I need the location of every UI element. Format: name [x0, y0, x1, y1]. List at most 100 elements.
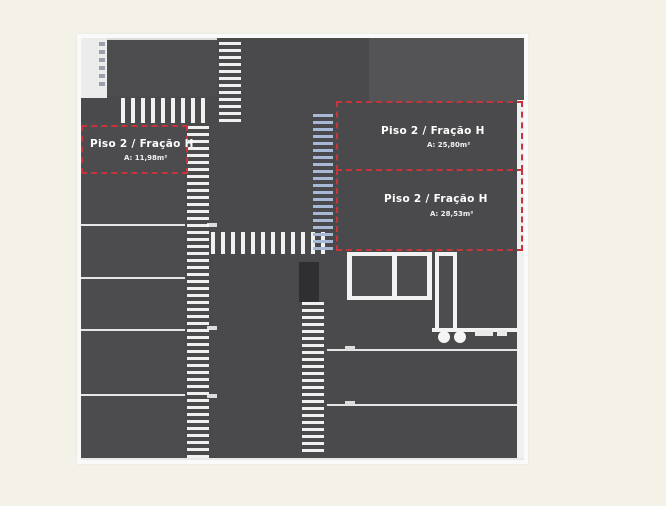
zebra-stripe: [313, 149, 333, 152]
zebra-stripe: [187, 294, 209, 297]
upper-right-zone: [369, 38, 524, 102]
zebra-stripe: [187, 280, 209, 283]
zebra-stripe: [187, 385, 209, 388]
zebra-stripe: [187, 315, 209, 318]
zebra-stripe: [187, 161, 209, 164]
zebra-stripe: [187, 126, 209, 129]
zebra-stripe: [187, 231, 209, 234]
zebra-stripe: [187, 140, 209, 143]
zebra-stripe: [187, 266, 209, 269]
zebra-stripe: [313, 177, 333, 180]
crosswalk-center-column: [302, 302, 324, 452]
zebra-stripe: [302, 372, 324, 375]
zebra-stripe: [313, 198, 333, 201]
crosswalk-top-horizontal: [121, 98, 205, 123]
zebra-stripe: [302, 379, 324, 382]
zebra-stripe: [302, 351, 324, 354]
zebra-stripe: [187, 399, 209, 402]
zebra-stripe: [313, 226, 333, 229]
crosswalk-blue: [313, 114, 333, 250]
zebra-stripe: [187, 147, 209, 150]
zebra-stripe: [302, 358, 324, 361]
left-bay-lines: [81, 224, 185, 396]
zebra-stripe: [302, 365, 324, 368]
unit-title: Piso 2 / Fração H: [90, 138, 194, 150]
zebra-stripe: [187, 378, 209, 381]
zebra-stripe: [313, 156, 333, 159]
zebra-stripe: [302, 323, 324, 326]
zebra-stripe: [261, 232, 265, 254]
zebra-stripe: [313, 205, 333, 208]
zebra-stripe: [313, 233, 333, 236]
zebra-stripe: [187, 413, 209, 416]
zebra-stripe: [313, 240, 333, 243]
zebra-stripe: [313, 114, 333, 117]
zebra-stripe: [302, 400, 324, 403]
unit-title: Piso 2 / Fração H: [381, 125, 485, 137]
zebra-stripe: [187, 336, 209, 339]
top-left-block: [107, 38, 217, 96]
zebra-stripe: [187, 189, 209, 192]
zebra-stripe: [187, 259, 209, 262]
zebra-stripe: [187, 175, 209, 178]
pillar-1: [438, 331, 450, 343]
zebra-stripe: [313, 170, 333, 173]
stair-steps: [99, 42, 105, 86]
zebra-stripe: [187, 427, 209, 430]
zebra-stripe: [302, 330, 324, 333]
zebra-stripe: [302, 421, 324, 424]
zebra-stripe: [271, 232, 275, 254]
zebra-stripe: [187, 455, 209, 458]
right-bay-lines: [327, 349, 520, 406]
zebra-stripe: [187, 217, 209, 220]
zebra-stripe: [187, 154, 209, 157]
zebra-stripe: [302, 309, 324, 312]
unit-h-small[interactable]: Piso 2 / Fração H A: 11,98m²: [81, 125, 193, 174]
unit-h-large[interactable]: Piso 2 / Fração H A: 28,53m²: [336, 169, 523, 251]
zebra-stripe: [187, 357, 209, 360]
zebra-stripe: [187, 238, 209, 241]
zebra-stripe: [187, 322, 209, 325]
crosswalk-top-vertical: [219, 42, 241, 122]
zebra-stripe: [302, 449, 324, 452]
zebra-stripe: [302, 407, 324, 410]
zebra-stripe: [187, 371, 209, 374]
floor-plan: Piso 2 / Fração H A: 11,98m² Piso 2 / Fr…: [77, 34, 528, 464]
zebra-stripe: [302, 435, 324, 438]
zebra-stripe: [302, 428, 324, 431]
ramp-shadow: [299, 262, 319, 302]
zebra-stripe: [211, 232, 215, 254]
zebra-stripe: [313, 191, 333, 194]
zebra-stripe: [187, 252, 209, 255]
unit-area: A: 25,80m²: [427, 141, 471, 149]
zebra-stripe: [302, 337, 324, 340]
zebra-stripe: [302, 393, 324, 396]
zebra-stripe: [313, 247, 333, 250]
zebra-stripe: [221, 232, 225, 254]
zebra-stripe: [187, 364, 209, 367]
zebra-stripe: [291, 232, 295, 254]
right-wall: [517, 100, 524, 460]
zebra-stripe: [302, 316, 324, 319]
zebra-stripe: [302, 302, 324, 305]
zebra-stripe: [187, 245, 209, 248]
zebra-stripe: [241, 232, 245, 254]
zebra-stripe: [302, 344, 324, 347]
zebra-stripe: [187, 133, 209, 136]
zebra-stripe: [187, 301, 209, 304]
wheel-stops-right: [345, 346, 355, 405]
zebra-stripe: [313, 135, 333, 138]
zebra-stripe: [302, 386, 324, 389]
zebra-stripe: [187, 441, 209, 444]
zebra-stripe: [251, 232, 255, 254]
zebra-stripe: [313, 212, 333, 215]
unit-h-medium[interactable]: Piso 2 / Fração H A: 25,80m²: [336, 101, 523, 171]
zebra-stripe: [313, 128, 333, 131]
zebra-stripe: [313, 219, 333, 222]
zebra-stripe: [187, 273, 209, 276]
zebra-stripe: [187, 434, 209, 437]
zebra-stripe: [187, 224, 209, 227]
zebra-stripe: [187, 343, 209, 346]
zebra-stripe: [281, 232, 285, 254]
pillar-2: [454, 331, 466, 343]
